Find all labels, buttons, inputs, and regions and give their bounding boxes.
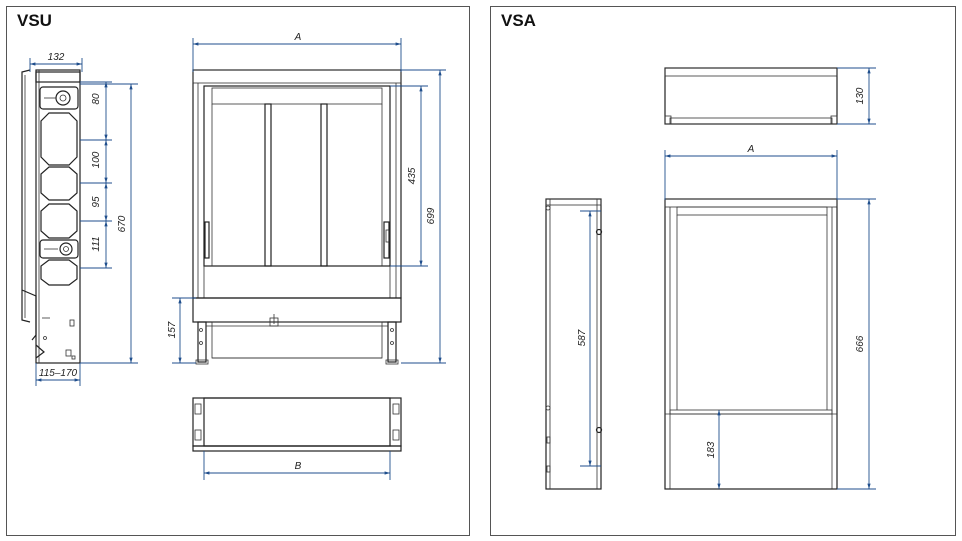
vsu-front-view	[192, 69, 402, 365]
dim-95: 95	[91, 196, 102, 208]
dim-a-vsu: A	[294, 32, 302, 43]
dim-587: 587	[577, 329, 588, 346]
dim-670: 670	[117, 215, 128, 232]
vsu-panel: VSU	[6, 6, 470, 536]
vsu-side-view	[21, 69, 81, 364]
dim-157: 157	[167, 321, 178, 338]
vsu-front-dimensions: A 435 699 157	[167, 32, 446, 364]
dim-100: 100	[91, 151, 102, 168]
dim-a-vsa: A	[747, 144, 755, 155]
dim-183: 183	[706, 441, 717, 458]
dim-666: 666	[855, 335, 866, 352]
dim-132: 132	[48, 52, 65, 63]
dim-115-170: 115–170	[39, 368, 78, 379]
dim-b: B	[295, 461, 302, 472]
dim-435: 435	[407, 167, 418, 184]
vsa-side-view	[545, 198, 603, 490]
vsa-front-dimensions: A 666 183	[664, 144, 876, 490]
vsu-title: VSU	[17, 11, 52, 30]
dim-130: 130	[855, 87, 866, 104]
vsa-side-dimensions: 587	[577, 210, 601, 467]
dim-699: 699	[426, 207, 437, 224]
vsu-side-dimensions: 132 80 100 95 111 670 115–170	[29, 52, 138, 386]
dim-80: 80	[91, 93, 102, 105]
vsa-front-view	[664, 198, 838, 490]
vsu-plinth-view	[192, 397, 402, 452]
vsa-title: VSA	[501, 11, 536, 30]
vsa-panel: VSA	[490, 6, 956, 536]
vsa-top-view	[664, 67, 838, 125]
dim-111: 111	[91, 236, 102, 251]
vsa-top-dimensions: 130	[837, 67, 876, 125]
vsu-plinth-dimensions: B	[203, 451, 391, 480]
